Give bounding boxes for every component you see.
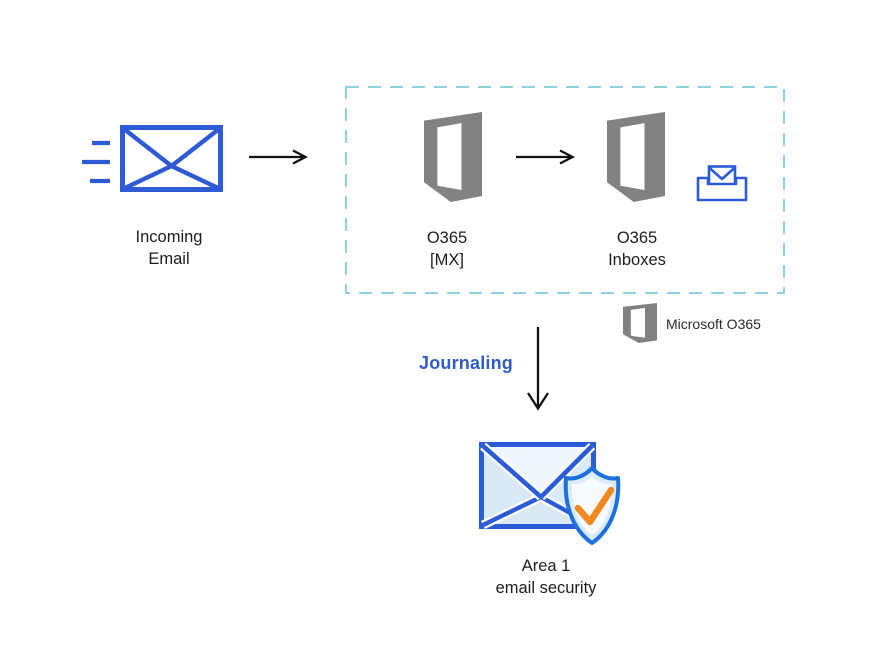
arrow-right-incoming-to-o365 [249,149,308,165]
incoming-email-envelope-icon [120,125,223,192]
o365-dashed-boundary-box [345,86,785,294]
area1-label-line2: email security [495,579,597,597]
microsoft-o365-legend-icon [623,303,657,343]
arrow-right-mx-to-inboxes [516,149,575,165]
area1-label: Area 1 email security [470,555,622,599]
o365-mx-label-line1: O365 [426,229,468,247]
incoming-email-label: Incoming Email [103,226,235,270]
incoming-email-label-line2: Email [148,250,190,268]
microsoft-o365-legend-label: Microsoft O365 [666,316,761,332]
o365-inboxes-label-line1: O365 [616,229,658,247]
o365-mx-label: O365 [MX] [383,227,511,271]
office365-mx-icon [424,112,482,202]
journaling-label: Journaling [419,353,514,373]
arrow-down-journaling [527,327,549,411]
o365-mx-label-line2: [MX] [430,251,464,269]
speed-lines-icon [82,140,110,184]
inbox-tray-icon [696,165,748,202]
incoming-email-label-line1: Incoming [135,228,203,246]
o365-inboxes-label-line2: Inboxes [608,251,666,269]
shield-check-icon [563,466,621,545]
area1-label-line1: Area 1 [521,557,571,575]
o365-inboxes-label: O365 Inboxes [573,227,701,271]
check-icon [574,486,615,526]
office365-inboxes-icon [607,112,665,202]
